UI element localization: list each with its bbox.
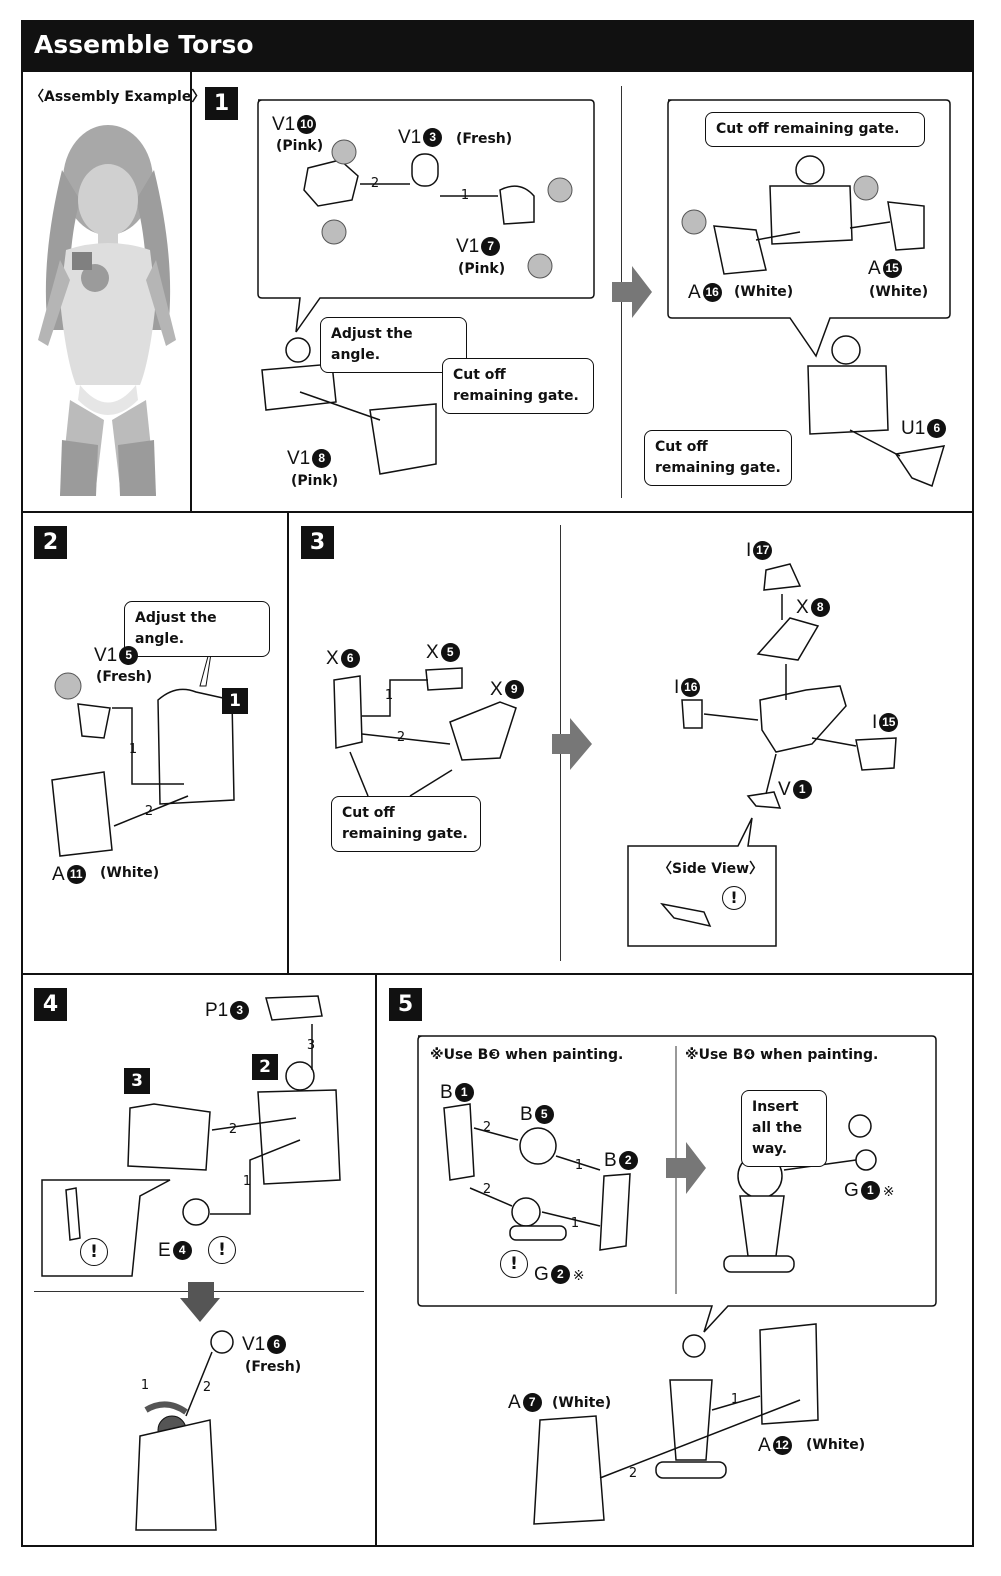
- note-painting-b4: ※Use B❹ when painting.: [685, 1047, 879, 1063]
- step1-big-arrow: [612, 266, 652, 318]
- step1-right-parts: [681, 155, 946, 488]
- seq-1-marker-5: 1: [574, 1158, 584, 1173]
- callout-cut-gate-bottom: Cut off remaining gate.: [644, 430, 792, 486]
- warning-icon: !: [722, 886, 746, 910]
- part-v1-8-color: (Pink): [291, 473, 339, 489]
- part-v1-3-color: (Fresh): [456, 131, 513, 147]
- part-v1-7-color: (Pink): [458, 261, 506, 277]
- callout-adjust-angle-2: Adjust the angle.: [124, 601, 270, 657]
- seq-1-marker-5c: 1: [730, 1392, 740, 1407]
- warning-icon: !: [208, 1236, 236, 1264]
- seq-2-marker-4: 2: [228, 1122, 238, 1137]
- seq-1-marker-3: 1: [384, 688, 394, 703]
- step5-parts: [443, 1103, 877, 1525]
- step1-parts: [261, 139, 573, 475]
- seq-2-marker-5c: 2: [628, 1466, 638, 1481]
- warning-icon: !: [80, 1238, 108, 1266]
- callout-insert-all-the-way: Insert all the way.: [741, 1090, 827, 1167]
- seq-2-marker-4b: 2: [202, 1380, 212, 1395]
- part-a15-color: (White): [869, 284, 929, 300]
- seq-2-marker-3: 2: [396, 730, 406, 745]
- callout-cut-gate-3: Cut off remaining gate.: [331, 796, 481, 852]
- divider-example: [190, 72, 192, 512]
- step-3-badge: 3: [301, 526, 334, 559]
- part-v1-10-color: (Pink): [276, 138, 324, 154]
- side-view-label: 〈Side View〉: [658, 861, 764, 877]
- step2-parts: [51, 633, 235, 857]
- step3-parts: [333, 667, 517, 797]
- callout-cut-gate-top: Cut off remaining gate.: [705, 112, 925, 147]
- ref-step2-badge: 2: [252, 1054, 278, 1080]
- header-bar: [21, 20, 974, 72]
- seq-1-marker-4: 1: [242, 1174, 252, 1189]
- part-a12-color: (White): [806, 1437, 866, 1453]
- part-v1-5-color: (Fresh): [96, 669, 153, 685]
- step4-parts: [41, 995, 341, 1531]
- step-5-badge: 5: [389, 988, 422, 1021]
- seq-1-marker-2: 1: [128, 742, 138, 757]
- note-painting-b3: ※Use B❸ when painting.: [430, 1047, 624, 1063]
- part-a7-color: (White): [552, 1395, 612, 1411]
- divider-row2: [21, 973, 974, 975]
- seq-2-marker-2: 2: [144, 804, 154, 819]
- seq-1-marker: 1: [460, 188, 470, 203]
- part-v1-6-color: (Fresh): [245, 1359, 302, 1375]
- assembly-example-label: 〈Assembly Example〉: [30, 89, 206, 105]
- step3-big-arrow: [552, 718, 592, 770]
- seq-3-marker-4: 3: [306, 1038, 316, 1053]
- step3-right-parts: [627, 563, 897, 947]
- figure-illustration: [38, 125, 176, 496]
- step-4-badge: 4: [34, 988, 67, 1021]
- seq-2-marker-5b: 2: [482, 1182, 492, 1197]
- divider-row1: [21, 511, 974, 513]
- ref-step1-badge: 1: [222, 688, 248, 714]
- page-title: Assemble Torso: [34, 30, 254, 59]
- step-2-badge: 2: [34, 526, 67, 559]
- seq-2-marker-5: 2: [482, 1120, 492, 1135]
- divider-step2-3: [287, 511, 289, 974]
- seq-2-marker: 2: [370, 176, 380, 191]
- divider-step4-5: [375, 973, 377, 1547]
- seq-1-marker-5b: 1: [570, 1216, 580, 1231]
- part-a11-color: (White): [100, 865, 160, 881]
- step-1-badge: 1: [205, 87, 238, 120]
- ref-step3-badge: 3: [124, 1068, 150, 1094]
- part-a16-color: (White): [734, 284, 794, 300]
- warning-icon: !: [500, 1250, 528, 1278]
- callout-cut-gate-1: Cut off remaining gate.: [442, 358, 594, 414]
- seq-1-marker-4b: 1: [140, 1378, 150, 1393]
